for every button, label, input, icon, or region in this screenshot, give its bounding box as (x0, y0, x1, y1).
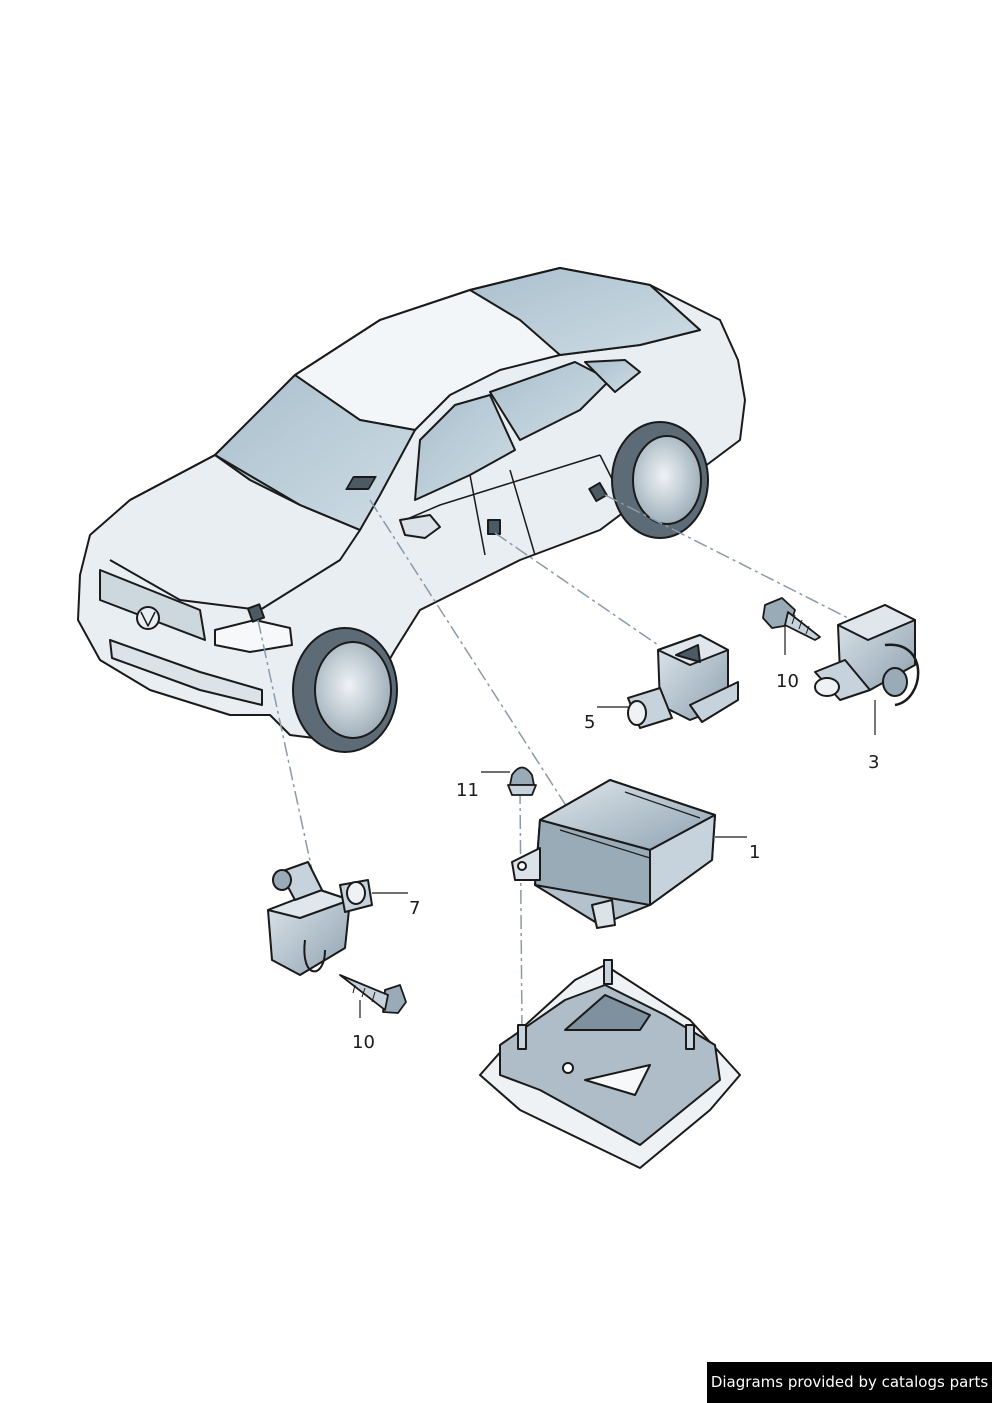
car-grille (99, 569, 206, 641)
car-windshield (214, 374, 416, 531)
part-7-front-sensor (267, 861, 373, 976)
callout-label-11: 11 (456, 780, 479, 801)
credit-banner: Diagrams provided by catalogs parts (707, 1362, 992, 1403)
callout-lines (359, 625, 876, 1018)
car-quarter-window (584, 359, 641, 393)
vw-emblem-icon (136, 606, 160, 630)
callout-label-3: 3 (868, 752, 880, 773)
car-front-wheel (292, 627, 398, 753)
part-10-screw-top (762, 597, 821, 641)
car-rear-wheel (611, 421, 709, 539)
car-door-lines (394, 454, 626, 651)
car-side-mirror (399, 514, 441, 539)
car-front-side-window (414, 394, 516, 501)
part-5-pressure-sensor (627, 634, 739, 729)
callout-label-10-top: 10 (776, 671, 799, 692)
callout-label-5: 5 (584, 712, 596, 733)
marker-roof (345, 476, 377, 490)
mounting-bracket (479, 959, 741, 1169)
marker-rear-door (588, 481, 608, 503)
marker-bpillar (487, 519, 501, 535)
car-rear-window (469, 267, 701, 356)
callout-label-10-bottom: 10 (352, 1032, 375, 1053)
callout-label-7: 7 (409, 898, 421, 919)
part-10-screw-bottom (339, 974, 407, 1014)
part-3-crash-sensor (814, 604, 920, 707)
callout-label-1: 1 (749, 842, 761, 863)
car-lower-intake (109, 639, 263, 706)
part-11-nut (507, 766, 537, 796)
car-illustration (77, 267, 746, 753)
car-hood-line (109, 454, 361, 611)
marker-front (246, 603, 266, 623)
car-rear-side-window (489, 361, 611, 441)
part-1-airbag-control-unit (511, 779, 716, 929)
leader-lines (257, 494, 853, 1031)
